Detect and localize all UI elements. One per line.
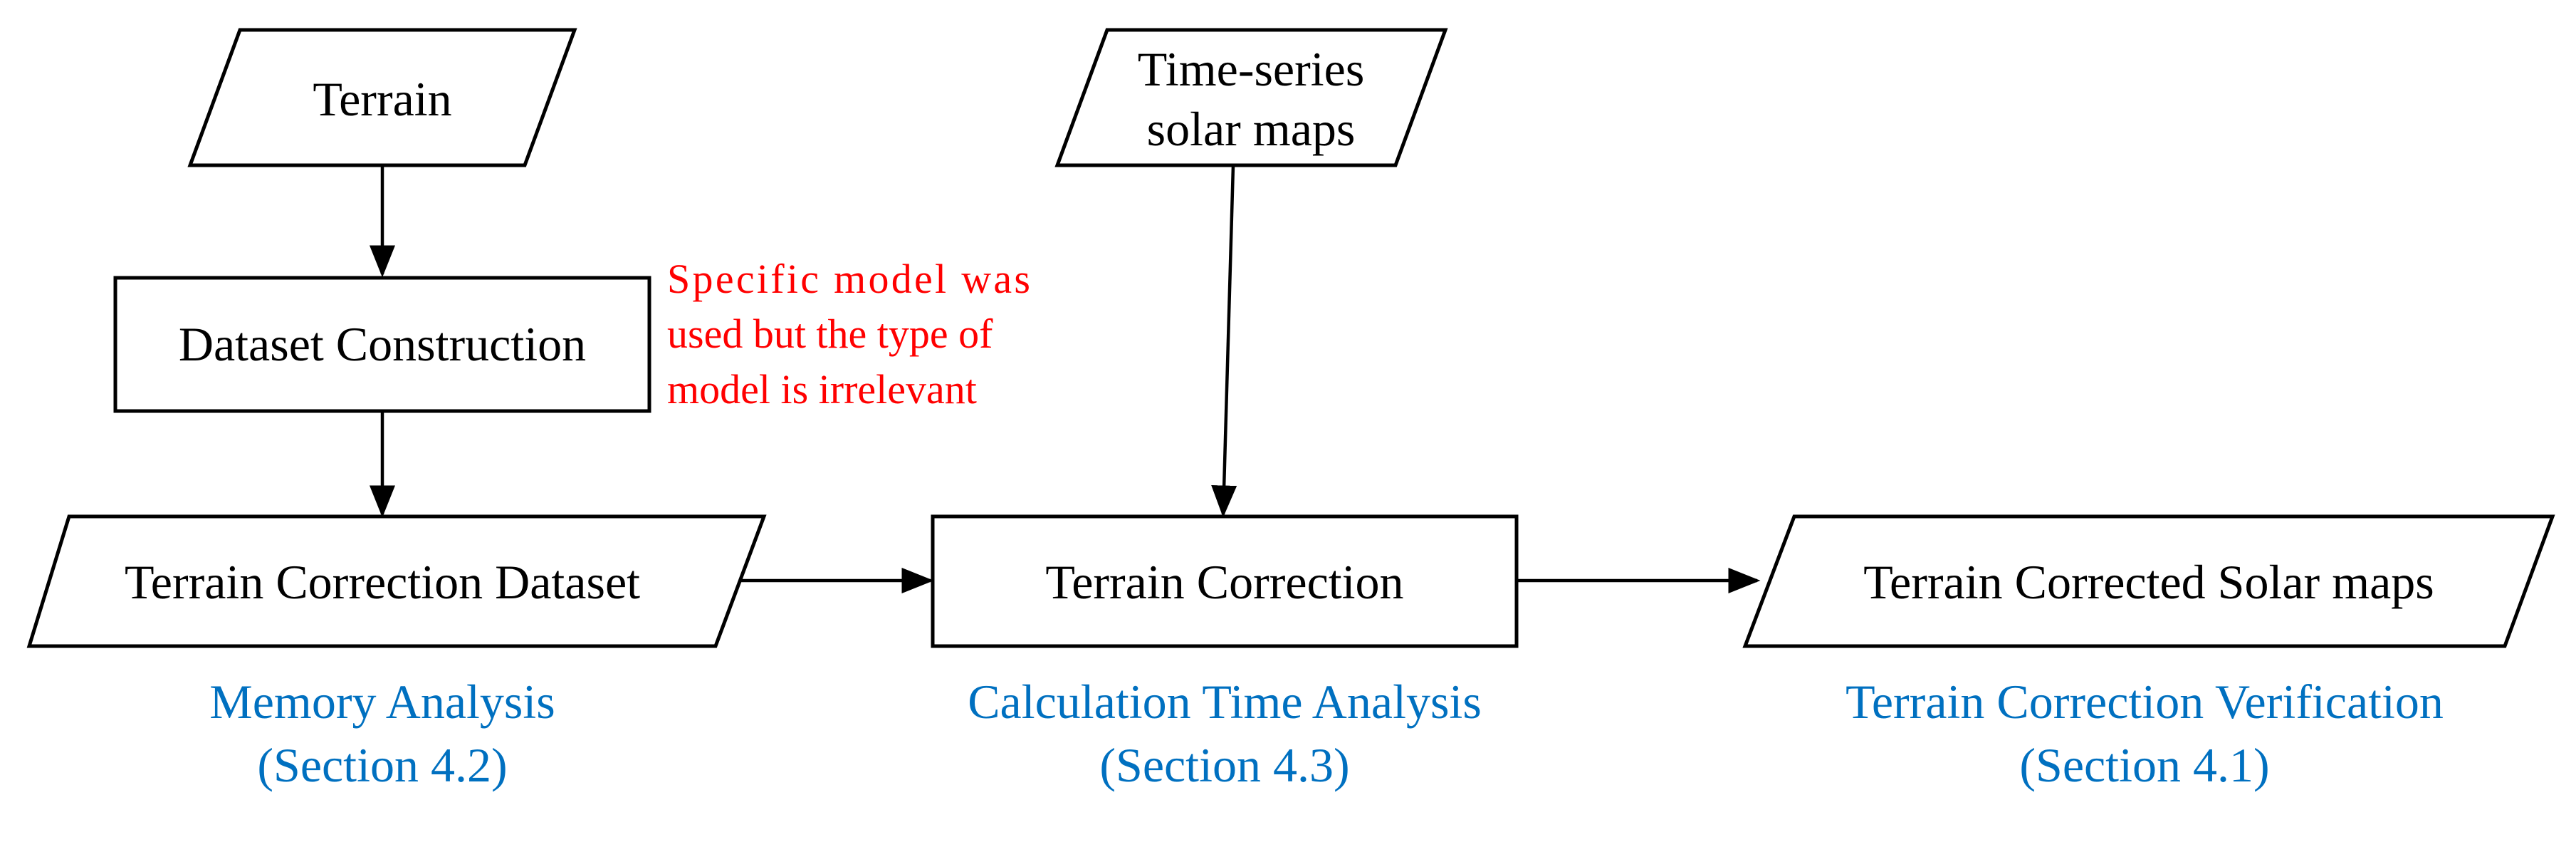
dataset-construction-node: Dataset Construction	[113, 276, 651, 413]
model-note-line1: Specific model was	[667, 256, 1030, 302]
terrain-correction-verification-line2: (Section 4.1)	[2019, 738, 2269, 792]
terrain-correction-verification-line1: Terrain Correction Verification	[1845, 675, 2444, 729]
terrain-correction-dataset-node: Terrain Correction Dataset	[26, 514, 767, 648]
calculation-time-analysis-line1: Calculation Time Analysis	[968, 675, 1482, 729]
arrow-time-series-to-terrain-correction	[1211, 165, 1237, 518]
model-note-line2: used but the type of	[667, 311, 993, 357]
time-series-label-line2: solar maps	[1147, 102, 1356, 156]
memory-analysis-caption: Memory Analysis (Section 4.2)	[209, 675, 555, 792]
model-note-line3: model is irrelevant	[667, 366, 977, 412]
terrain-node: Terrain	[187, 28, 577, 167]
calculation-time-analysis-caption: Calculation Time Analysis (Section 4.3)	[968, 675, 1482, 792]
time-series-solar-maps-node: Time-series solar maps	[1054, 28, 1448, 167]
calculation-time-analysis-line2: (Section 4.3)	[1099, 738, 1349, 792]
memory-analysis-line1: Memory Analysis	[209, 675, 555, 729]
terrain-corrected-solar-maps-node: Terrain Corrected Solar maps	[1742, 514, 2555, 648]
memory-analysis-line2: (Section 4.2)	[257, 738, 507, 792]
time-series-label-line1: Time-series	[1138, 42, 1365, 96]
terrain-correction-label: Terrain Correction	[1045, 555, 1403, 609]
model-note: Specific model was used but the type of …	[667, 256, 1030, 412]
terrain-corrected-solar-maps-label: Terrain Corrected Solar maps	[1863, 555, 2434, 609]
terrain-label: Terrain	[313, 72, 451, 126]
terrain-correction-node: Terrain Correction	[931, 514, 1519, 648]
terrain-correction-dataset-label: Terrain Correction Dataset	[125, 555, 640, 609]
dataset-construction-label: Dataset Construction	[179, 317, 586, 371]
terrain-correction-verification-caption: Terrain Correction Verification (Section…	[1845, 675, 2444, 792]
